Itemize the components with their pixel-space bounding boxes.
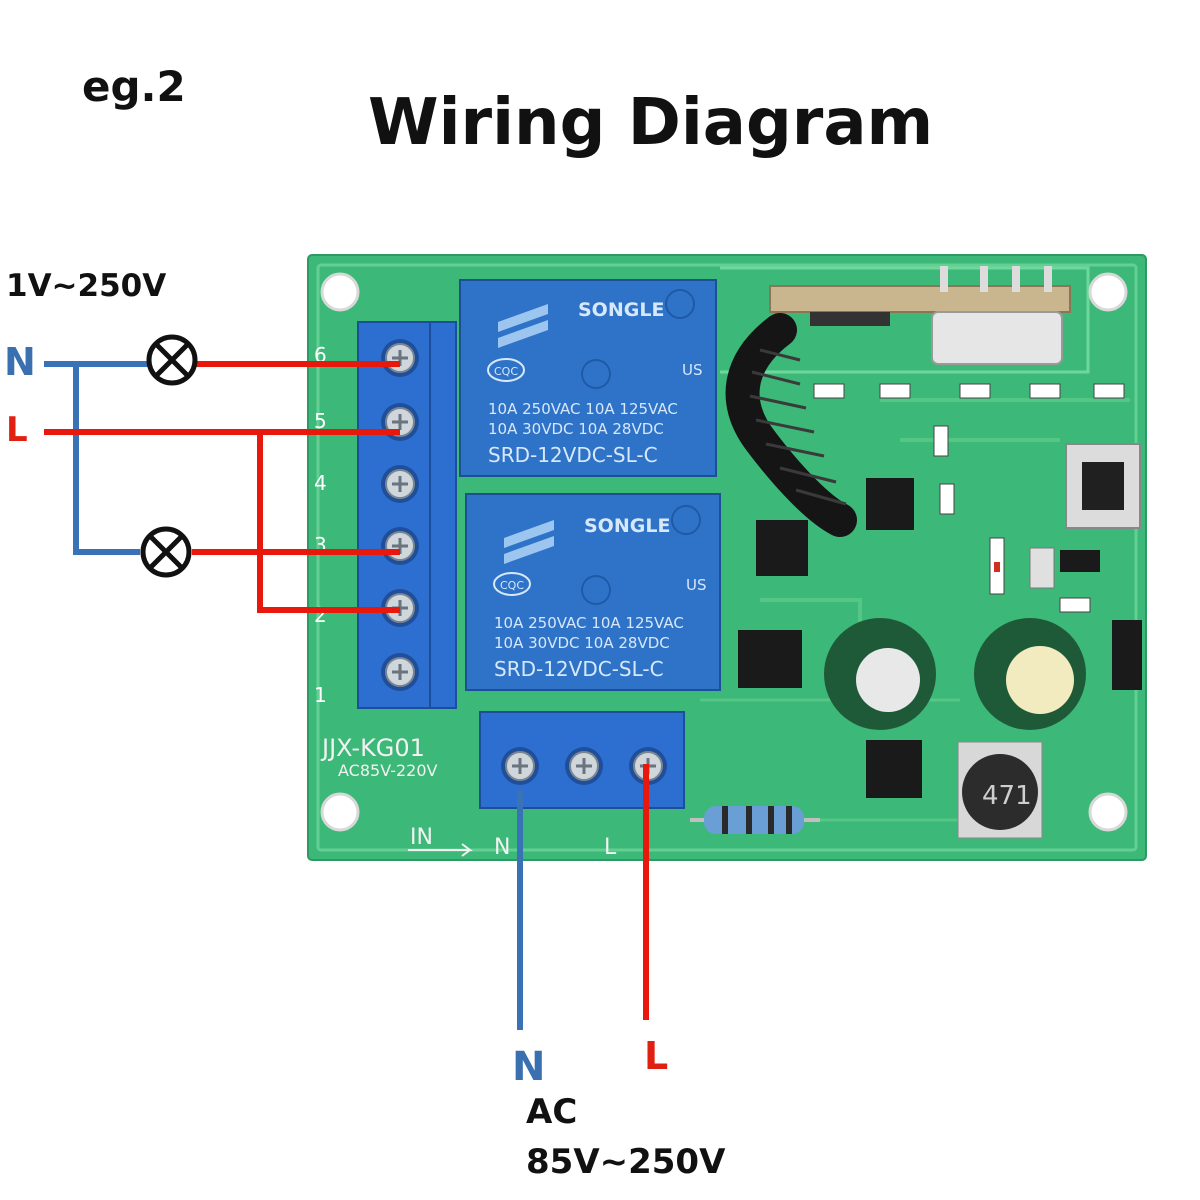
relay-1-model: SRD-12VDC-SL-C [488,443,658,467]
input-l-label: L [604,835,617,860]
supply-ac-label: AC [526,1092,578,1132]
load-voltage-label: 1V~250V [6,268,167,304]
board-rating: AC85V-220V [338,761,438,780]
antenna-coil [725,313,857,537]
inductor: 471 [957,741,1043,839]
output-terminal-block [357,321,457,709]
lamp-icon [140,526,192,578]
neutral-wires [44,361,523,1030]
ic-chip [738,478,1142,798]
diagram-title: Wiring Diagram [368,86,934,160]
relay-2-us: US [686,576,707,594]
relay-1-rating2: 10A 30VDC 10A 28VDC [488,420,664,438]
relay-2-brand: SONGLE [584,515,670,537]
supply-neutral-label: N [512,1044,546,1090]
live-wires [44,361,649,1020]
lamp-icon [146,334,198,386]
relay-1-rating1: 10A 250VAC 10A 125VAC [488,400,678,418]
terminal-screw [565,747,603,785]
terminal-number: 4 [314,471,327,495]
relay-2-cert: CQC [500,579,524,592]
relay-1-cert: CQC [494,365,518,378]
axial-resistor [690,806,820,834]
relay-2-rating2: 10A 30VDC 10A 28VDC [494,634,670,652]
left-neutral-label: N [4,340,36,384]
relay-1: SONGLE CQC US 10A 250VAC 10A 125VAC 10A … [459,279,717,477]
mount-hole [1088,272,1128,312]
rf-module [769,266,1071,365]
board-model: JJX-KG01 [320,734,425,762]
terminal-number: 5 [314,409,327,433]
relay-2: SONGLE CQC US 10A 250VAC 10A 125VAC 10A … [465,493,721,691]
terminal-screw [381,653,419,691]
relay-1-brand: SONGLE [578,299,664,321]
pairing-button [1065,443,1141,529]
supply-voltage-label: 85V~250V [526,1142,726,1182]
mount-hole [320,272,360,312]
input-n-label: N [494,835,510,860]
mount-hole [320,792,360,832]
terminal-screw [381,527,419,565]
terminal-screw [381,339,419,377]
mount-hole [1088,792,1128,832]
left-live-label: L [6,410,28,450]
capacitor [824,618,1086,730]
relay-2-rating1: 10A 250VAC 10A 125VAC [494,614,684,632]
inductor-code: 471 [982,781,1032,811]
smd-components [813,383,1125,613]
terminal-screw [381,465,419,503]
relay-1-us: US [682,361,703,379]
example-label: eg.2 [82,62,186,111]
terminal-number: 1 [314,683,327,707]
terminal-number: 2 [314,603,327,627]
supply-live-label: L [644,1034,669,1078]
input-label: IN [410,825,433,850]
terminal-screw [501,747,539,785]
terminal-screw [381,403,419,441]
relay-2-model: SRD-12VDC-SL-C [494,657,664,681]
